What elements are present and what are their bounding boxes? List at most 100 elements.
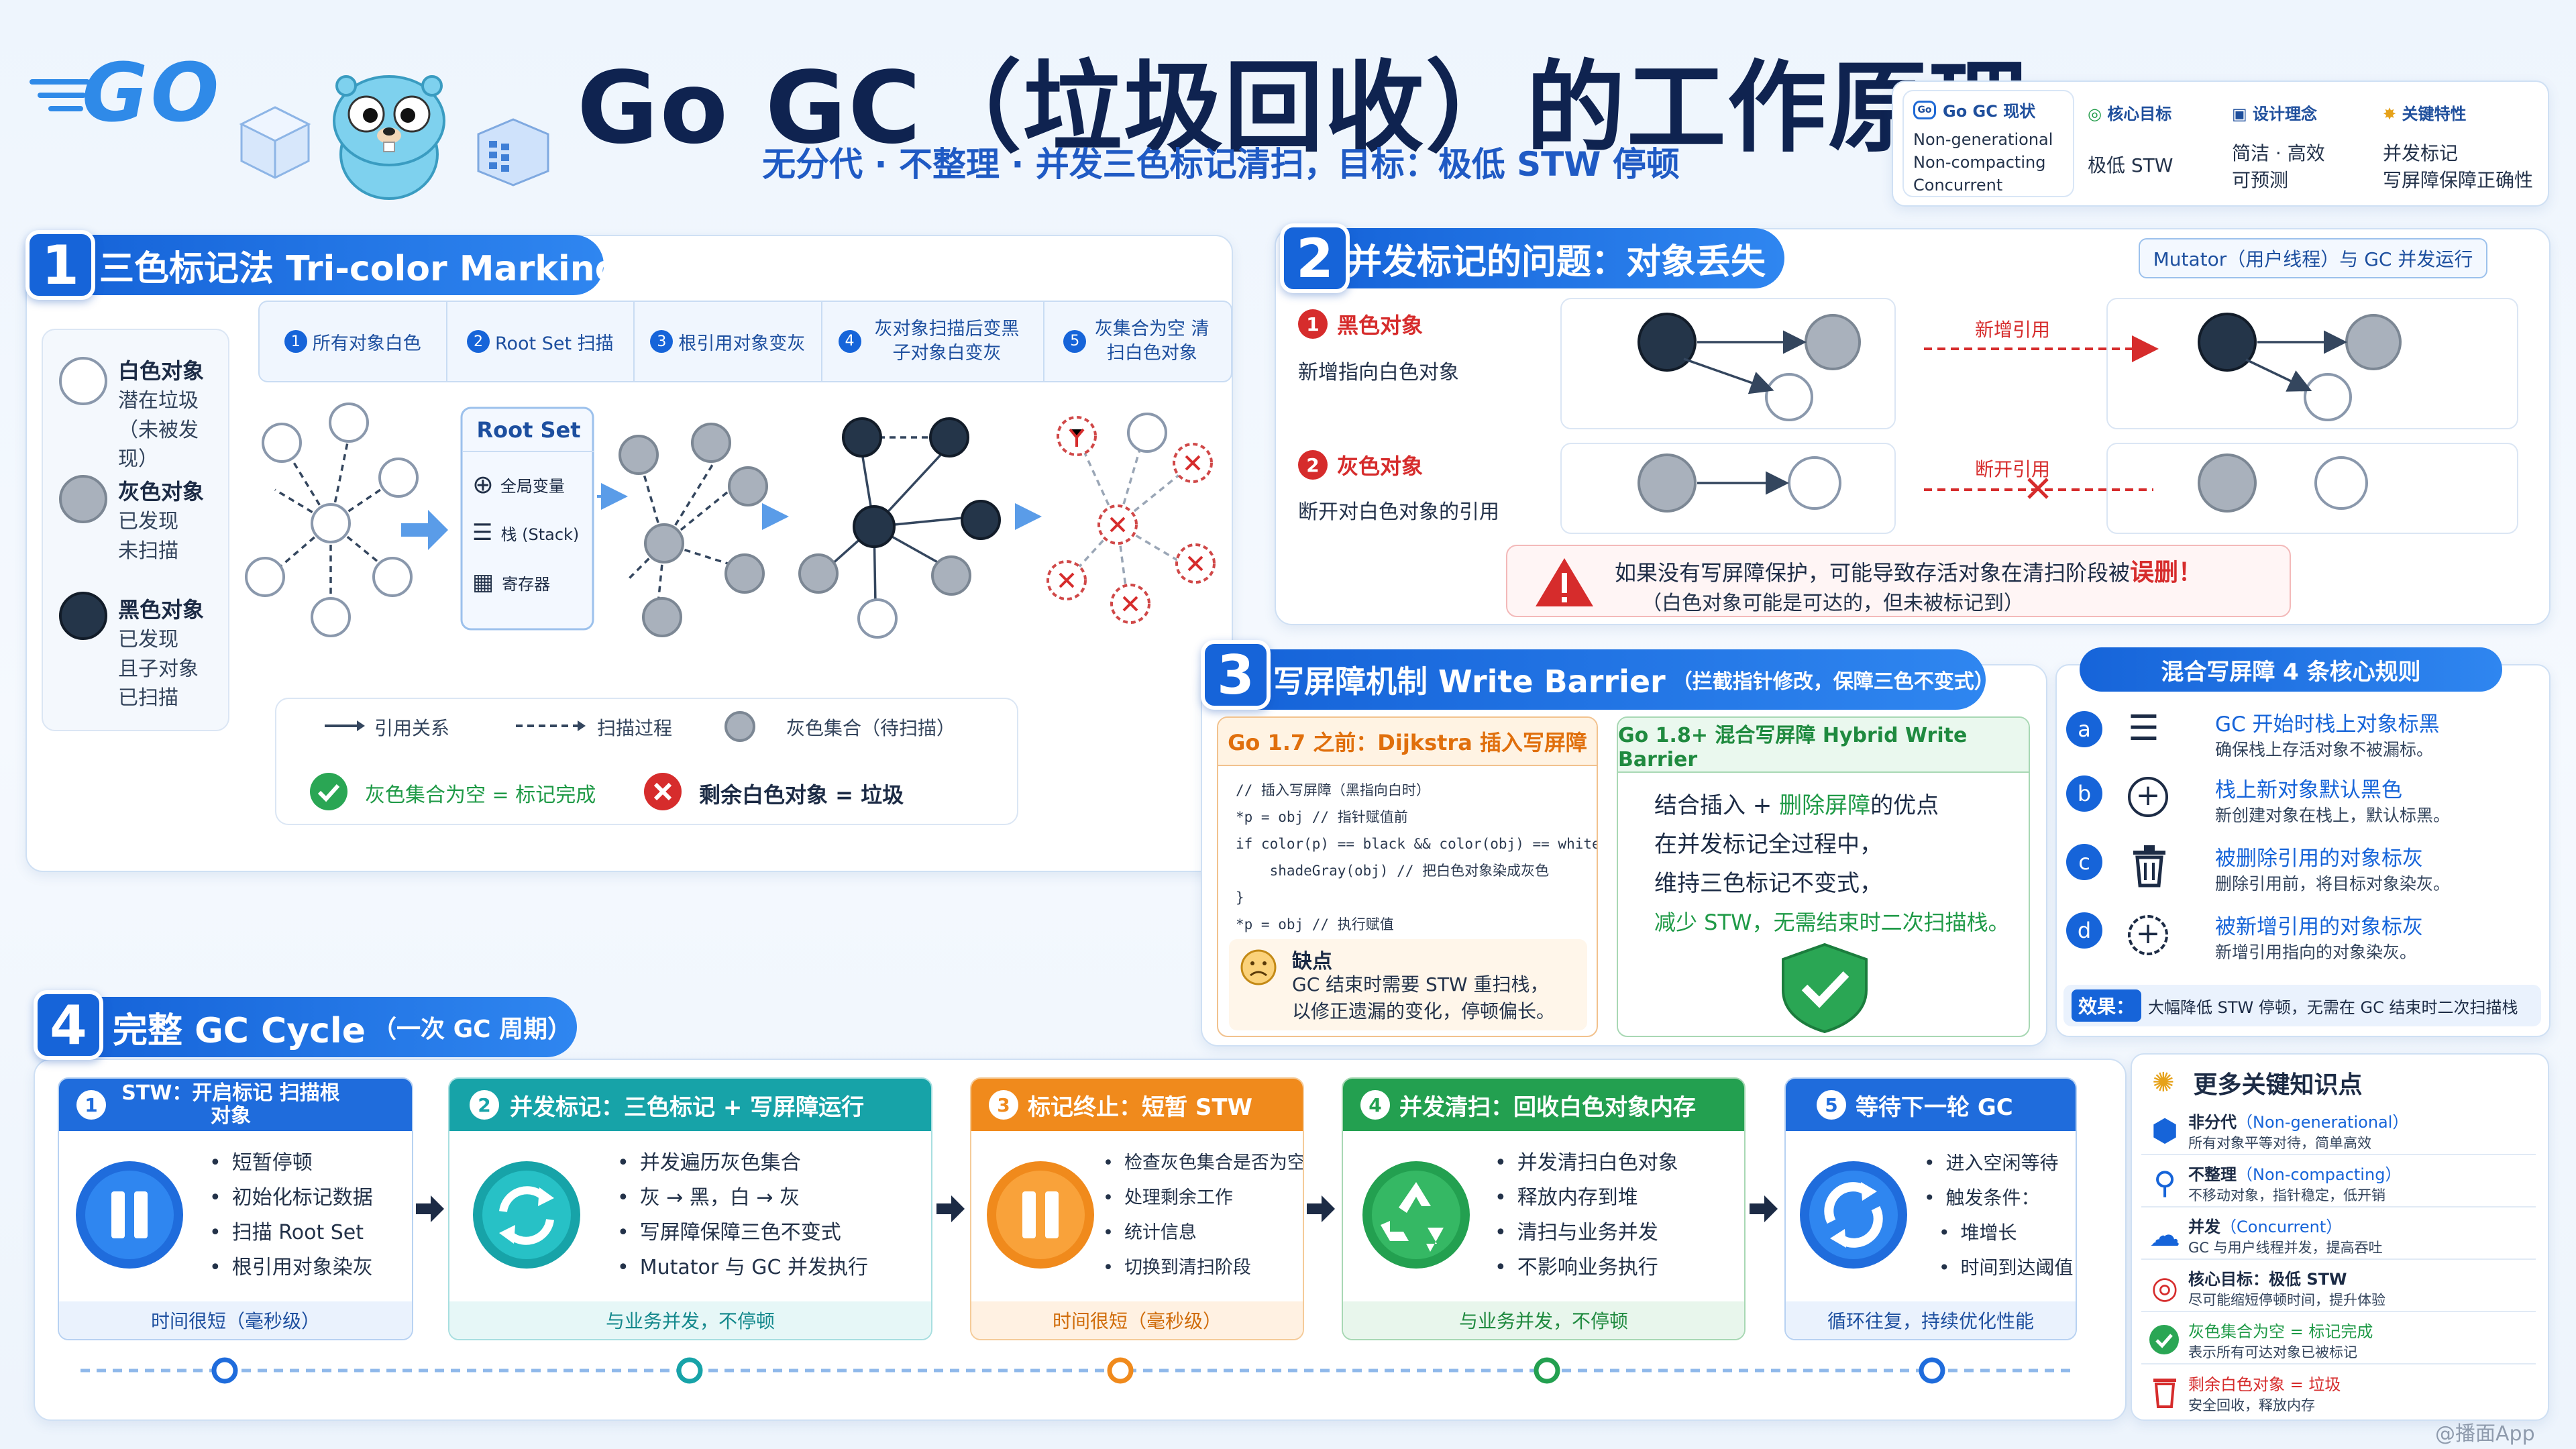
plus-circle-icon: + [2128,915,2168,955]
rule-b-desc: 新创建对象在栈上，默认标黑。 [2215,806,2451,825]
phase-1-bullet: 扫描 Root Set [209,1216,373,1250]
rule-b-title: 栈上新对象默认黑色 [2215,778,2402,802]
object-loss-diagrams [1638,313,2402,513]
phase-3-num: 3 [989,1090,1018,1120]
section-2-number: 2 [1280,223,1350,293]
lightbulb-icon: ✺ [2152,1067,2175,1098]
summary-idea: ▣ 设计理念 简洁 · 高效可预测 [2232,101,2373,194]
phase-4-bullet: 不影响业务执行 [1495,1250,1678,1285]
hybrid-title: Go 1.8+ 混合写屏障 Hybrid Write Barrier [1618,718,2029,773]
shield-check-icon [1782,943,1868,1033]
code-line: // 插入写屏障（黑指向白时） [1236,782,1430,798]
graph-scan-black [798,417,1001,639]
black-object-icon [59,592,107,640]
section-3-title: 写屏障机制 Write Barrier（拦截指针修改，保障三色不变式） [1254,649,1994,710]
cycle-icon [1800,1161,1907,1269]
summary-feature-line: 并发标记 [2383,142,2459,164]
phase-5-num: 5 [1817,1090,1846,1120]
root-set-box: Root Set ⊕全局变量 ☰栈 (Stack) ▦寄存器 [463,409,594,596]
hybrid-line-1b: 删除屏障 [1779,792,1871,819]
tricolor-key: 引用关系 扫描过程 灰色集合（待扫描） 灰色集合为空 = 标记完成 剩余白色对象… [275,698,1018,825]
case-1-title: 黑色对象 [1337,313,1424,338]
summary-target-title: 核心目标 [2107,105,2172,123]
recycle-icon [1362,1161,1470,1269]
step-4-num: 4 [838,330,861,353]
rule-a-title: GC 开始时栈上对象标黑 [2215,712,2440,737]
code-line: *p = obj // 执行赋值 [1236,916,1394,932]
phase-2-bullet: 写屏障保障三色不变式 [617,1216,868,1250]
rule-d-title: 被新增引用的对象标灰 [2215,915,2423,939]
rule-a: a ☰ GC 开始时栈上对象标黑 确保栈上存活对象不被漏标。 [2066,704,2536,769]
rule-b-letter: b [2066,775,2102,812]
phase-1-num: 1 [76,1090,106,1120]
code-line: shadeGray(obj) // 把白色对象染成灰色 [1236,863,1550,879]
phase-2-footer: 与业务并发，不停顿 [449,1301,931,1339]
kp-title: 不整理 [2188,1165,2237,1184]
summary-idea-line: 简洁 · 高效 [2232,142,2325,164]
rules-title: 混合写屏障 4 条核心规则 [2080,647,2502,692]
legend-white-name: 白色对象 [118,358,205,384]
step-5-label: 灰集合为空 清扫白色对象 [1094,319,1210,364]
case-2-arrow-label: 断开引用 [1974,458,2050,480]
phase-2-title: 并发标记：三色标记 + 写屏障运行 [510,1093,865,1121]
summary-target: ◎ 核心目标 极低 STW [2088,101,2222,178]
target-icon: ◎ [2151,1269,2179,1305]
summary-feature: ✸ 关键特性 并发标记写屏障保障正确性 [2383,101,2544,194]
rule-c: c 被删除引用的对象标灰 删除引用前，将目标对象染灰。 [2066,841,2536,906]
section-4-title: 完整 GC Cycle（一次 GC 周期） [94,997,577,1057]
white-object-icon [59,357,107,405]
rule-d-letter: d [2066,912,2102,949]
stack-icon: ☰ [472,519,493,546]
pause-icon [76,1161,183,1269]
key-scan-label: 扫描过程 [597,717,673,739]
case-2-desc: 断开对白色对象的引用 [1298,500,1499,524]
warning-text: 如果没有写屏障保护，可能导致存活对象在清扫阶段被 [1615,560,2131,586]
go-logo: GO [27,47,241,140]
rules-effect: 效果： 大幅降低 STW 停顿，无需在 GC 结束时二次扫描栈 [2063,985,2541,1026]
phase-arrow-icon [416,1195,1778,1222]
phase-5-bullet: 进入空闲等待 [1924,1146,2074,1181]
dijkstra-con-title: 缺点 [1292,950,1332,973]
phase-4-title: 并发清扫：回收白色对象内存 [1399,1093,1696,1121]
page-subtitle: 无分代 · 不整理 · 并发三色标记清扫，目标：极低 STW 停顿 [762,145,1680,184]
step-1-num: 1 [284,330,307,353]
phase-3-bullet: 检查灰色集合是否为空 [1103,1146,1303,1181]
phase-4-bullet: 并发清扫白色对象 [1495,1146,1678,1181]
step-2-num: 2 [466,330,490,353]
phase-2-bullet: Mutator 与 GC 并发执行 [617,1250,868,1285]
ref-arrow-icon [325,720,365,731]
dijkstra-title: Go 1.7 之前：Dijkstra 插入写屏障 [1218,718,1597,766]
section-1-title-text: 三色标记法 Tri-color Marking [99,248,620,289]
phase-2-bullet: 并发遍历灰色集合 [617,1146,868,1181]
case-1-num: 1 [1298,309,1328,339]
graph-sweep-white [1046,413,1216,624]
step-1-label: 所有对象白色 [312,333,421,354]
more-points-title: 更多关键知识点 [2193,1071,2363,1099]
phase-1-bullet: 短暂停顿 [209,1146,373,1181]
section-1-title: 三色标记法 Tri-color Marking [80,235,620,295]
trash-icon [2133,845,2165,888]
section-3-title-text: 写屏障机制 Write Barrier [1273,663,1666,700]
gray-dot-icon [724,711,755,742]
hybrid-line-4: 减少 STW，无需结束时二次扫描栈。 [1654,910,2010,935]
key-ref-label: 引用关系 [374,717,450,739]
legend-gray-desc: 未扫描 [118,539,178,563]
legend-black-desc: 已发现 [118,628,178,651]
kp-desc: 所有对象平等对待，简单高效 [2188,1134,2371,1151]
kp-non-compacting: ⚲ 不整理（Non-compacting）不移动对象，指针稳定，低开销 [2141,1159,2536,1208]
section-1-number: 1 [25,230,95,300]
rule-c-title: 被删除引用的对象标灰 [2215,847,2423,871]
summary-go-line: Concurrent [1913,176,2003,195]
phase-3-footer: 时间很短（毫秒级） [971,1301,1303,1339]
rule-a-desc: 确保栈上存活对象不被漏标。 [2215,740,2434,759]
summary-go-line: Non-compacting [1913,153,2046,172]
kp-note: （Non-generational） [2237,1112,2409,1132]
legend-black-desc: 且子对象 [118,657,199,681]
phase-2-num: 2 [470,1090,499,1120]
kp-desc: 尽可能缩短停顿时间，提升体验 [2188,1291,2385,1308]
